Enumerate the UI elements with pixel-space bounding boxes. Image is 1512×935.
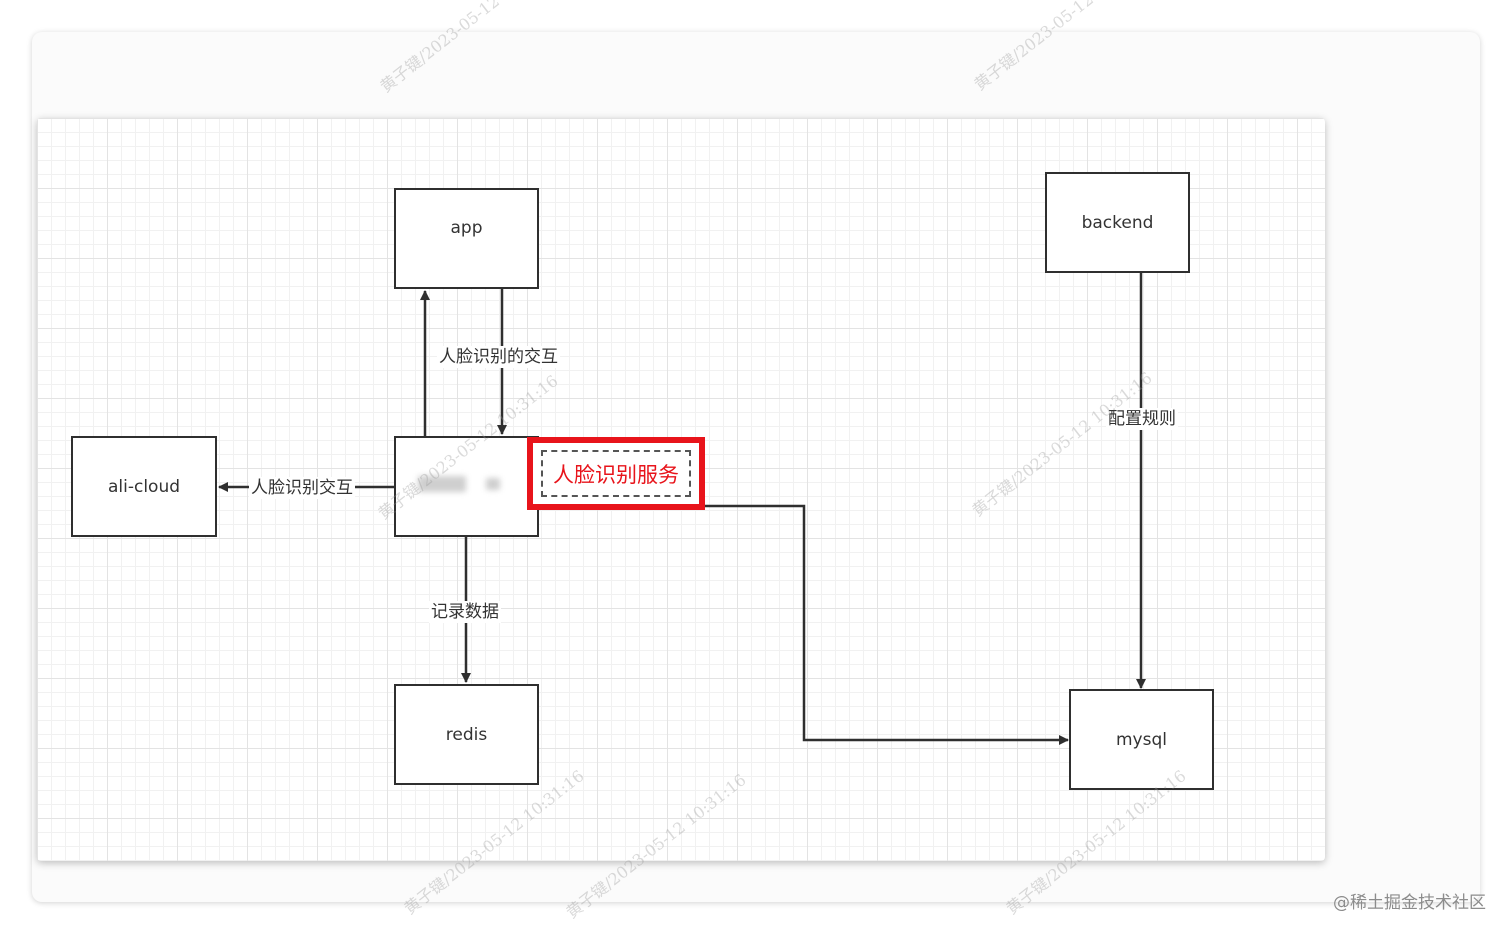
highlight-inner-dashed-box: 人脸识别服务: [541, 450, 691, 497]
node-app-label: app: [450, 217, 483, 238]
redacted-label: [418, 476, 466, 492]
node-app: app: [394, 188, 539, 289]
highlight-label: 人脸识别服务: [553, 462, 679, 487]
edge-service-to-mysql: [705, 504, 1069, 745]
edge-label-config-rules: 配置规则: [1106, 408, 1178, 430]
node-mysql: mysql: [1069, 689, 1214, 790]
edge-label-app-face-interaction: 人脸识别的交互: [437, 346, 560, 368]
node-redis: redis: [394, 684, 539, 785]
edge-label-ali-face-interaction: 人脸识别交互: [249, 477, 355, 499]
node-backend-label: backend: [1081, 212, 1154, 233]
highlight-annotation: 人脸识别服务: [527, 437, 705, 510]
redacted-label-small: [486, 478, 500, 490]
node-ali-cloud-label: ali-cloud: [107, 476, 181, 497]
node-ali-cloud: ali-cloud: [71, 436, 217, 537]
node-mysql-label: mysql: [1116, 729, 1167, 750]
node-redis-label: redis: [445, 724, 488, 745]
node-backend: backend: [1045, 172, 1190, 273]
brand-watermark: @稀土掘金技术社区: [1333, 893, 1486, 913]
edge-label-record-data: 记录数据: [429, 601, 501, 623]
